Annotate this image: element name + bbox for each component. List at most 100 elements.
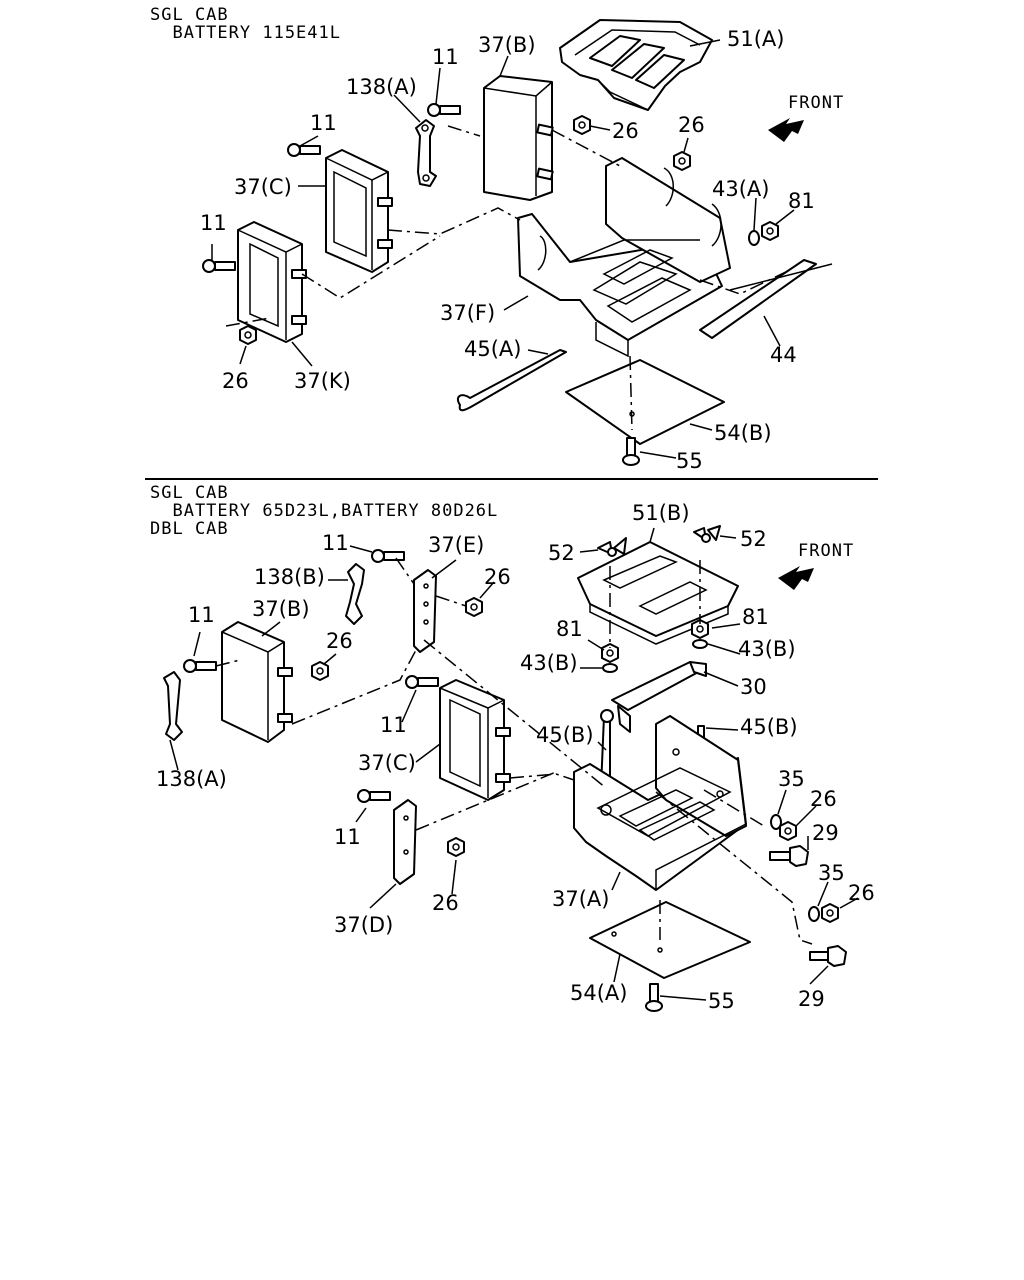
- bolt-icon: [645, 983, 663, 1012]
- rod-44: [699, 259, 833, 339]
- cover-51a: [559, 19, 713, 111]
- nut-icon: [601, 643, 619, 663]
- callout-11: 11: [200, 211, 227, 235]
- bolt-icon: [495, 773, 511, 783]
- callout-43a: 43(A): [712, 177, 769, 201]
- nut-icon: [821, 903, 839, 923]
- bottom-section-header: SGL CAB BATTERY 65D23L,BATTERY 80D26L DB…: [150, 483, 497, 539]
- callout-37a: 37(A): [552, 887, 609, 911]
- nut-icon: [761, 221, 779, 241]
- nut-icon: [673, 151, 691, 171]
- nut-icon: [465, 597, 483, 617]
- callout-37b: 37(B): [252, 597, 310, 621]
- bolt-icon: [427, 103, 461, 117]
- callout-52: 52: [740, 527, 767, 551]
- plate-54a: [589, 901, 751, 979]
- clamp-bar-30: [611, 661, 707, 733]
- bottom-front-label: FRONT: [798, 541, 854, 561]
- link-138a: [415, 119, 437, 187]
- washer-icon: [808, 906, 820, 922]
- bolt-icon: [291, 315, 307, 325]
- callout-26: 26: [678, 113, 705, 137]
- callout-54b: 54(B): [714, 421, 772, 445]
- nut-icon: [779, 821, 797, 841]
- bolt-icon: [183, 659, 217, 673]
- bolt-icon: [377, 197, 393, 207]
- bracket-37b: [483, 75, 554, 201]
- bolt-icon: [357, 789, 391, 803]
- bolt-icon: [291, 269, 307, 279]
- wing-nut-icon: [597, 537, 627, 557]
- bottom-assembly: FRONT: [156, 501, 875, 1013]
- bolt-icon: [277, 713, 293, 723]
- bolt-icon: [277, 667, 293, 677]
- tray-37f: [517, 157, 731, 358]
- callout-138a: 138(A): [156, 767, 227, 791]
- callout-37f: 37(F): [440, 301, 495, 325]
- callout-138b: 138(B): [254, 565, 325, 589]
- callout-11: 11: [188, 603, 215, 627]
- callout-37c: 37(C): [358, 751, 416, 775]
- callout-43b: 43(B): [520, 651, 578, 675]
- bolt-icon: [371, 549, 405, 563]
- top-header-line-2: BATTERY 115E41L: [150, 23, 341, 43]
- callout-26: 26: [326, 629, 353, 653]
- bottom-header-line-1: SGL CAB: [150, 483, 229, 503]
- cover-51b: [577, 541, 739, 645]
- callout-29: 29: [798, 987, 825, 1011]
- callout-51a: 51(A): [727, 27, 784, 51]
- top-assembly: FRONT: [200, 19, 843, 473]
- bolt-icon: [769, 845, 809, 867]
- nut-icon: [311, 661, 329, 681]
- front-arrow-icon: [778, 566, 814, 590]
- callout-54a: 54(A): [570, 981, 627, 1005]
- callout-11: 11: [380, 713, 407, 737]
- plate-54b: [565, 359, 725, 445]
- callout-81: 81: [556, 617, 583, 641]
- callout-30: 30: [740, 675, 767, 699]
- callout-51b: 51(B): [632, 501, 690, 525]
- link-138b: [345, 563, 365, 625]
- wing-nut-icon: [693, 525, 721, 543]
- nut-icon: [573, 115, 591, 135]
- callout-81: 81: [742, 605, 769, 629]
- bolt-icon: [287, 143, 321, 157]
- front-arrow-icon: [768, 118, 804, 142]
- washer-icon: [602, 663, 618, 673]
- callout-11: 11: [432, 45, 459, 69]
- callout-81: 81: [788, 189, 815, 213]
- bolt-icon: [536, 123, 554, 137]
- callout-37b: 37(B): [478, 33, 536, 57]
- bolt-icon: [495, 727, 511, 737]
- callout-37c: 37(C): [234, 175, 292, 199]
- bracket-37b-lower: [221, 621, 293, 743]
- callout-37e: 37(E): [428, 533, 484, 557]
- washer-icon: [770, 814, 782, 830]
- callout-45b: 45(B): [536, 723, 594, 747]
- top-header-line-1: SGL CAB: [150, 5, 229, 25]
- bolt-icon: [809, 945, 847, 967]
- callout-138a: 138(A): [346, 75, 417, 99]
- nut-icon: [239, 325, 257, 345]
- callout-44: 44: [770, 343, 797, 367]
- callout-26: 26: [432, 891, 459, 915]
- washer-icon: [748, 230, 760, 246]
- callout-45a: 45(A): [464, 337, 521, 361]
- bracket-37k: [237, 221, 307, 343]
- callout-11: 11: [322, 531, 349, 555]
- bracket-37d: [393, 799, 417, 885]
- callout-55: 55: [676, 449, 703, 473]
- bracket-37e: [413, 569, 437, 653]
- callout-37d: 37(D): [334, 913, 393, 937]
- callout-37k: 37(K): [294, 369, 351, 393]
- nut-icon: [447, 837, 465, 857]
- link-138a-lower: [163, 671, 183, 741]
- bolt-icon: [622, 437, 640, 466]
- callout-26: 26: [848, 881, 875, 905]
- bolt-icon: [405, 675, 439, 689]
- bracket-37c-lower: [439, 679, 511, 801]
- callout-11: 11: [334, 825, 361, 849]
- washer-icon: [692, 639, 708, 649]
- callout-52: 52: [548, 541, 575, 565]
